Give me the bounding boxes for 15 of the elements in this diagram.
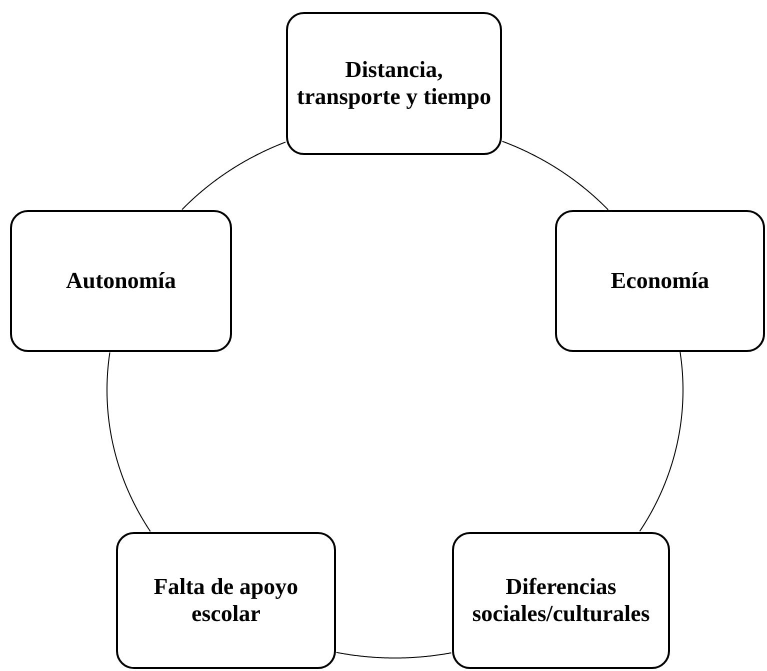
connector-arc <box>502 140 609 210</box>
connector-arc <box>639 352 684 532</box>
connector-arc <box>182 142 286 210</box>
rounded-box <box>286 12 502 155</box>
node-label: Diferencias sociales/culturales <box>471 574 651 627</box>
node-label: Falta de apoyo escolar <box>152 574 300 627</box>
node-label: Economía <box>610 268 710 294</box>
rounded-box <box>10 210 232 352</box>
connector-arc <box>106 352 151 532</box>
rounded-box <box>555 210 765 352</box>
rounded-box <box>452 532 670 669</box>
connector-arc <box>336 652 452 658</box>
node-label: Distancia, transporte y tiempo <box>296 57 492 110</box>
rounded-box <box>116 532 336 669</box>
node-label: Autonomía <box>66 268 176 294</box>
